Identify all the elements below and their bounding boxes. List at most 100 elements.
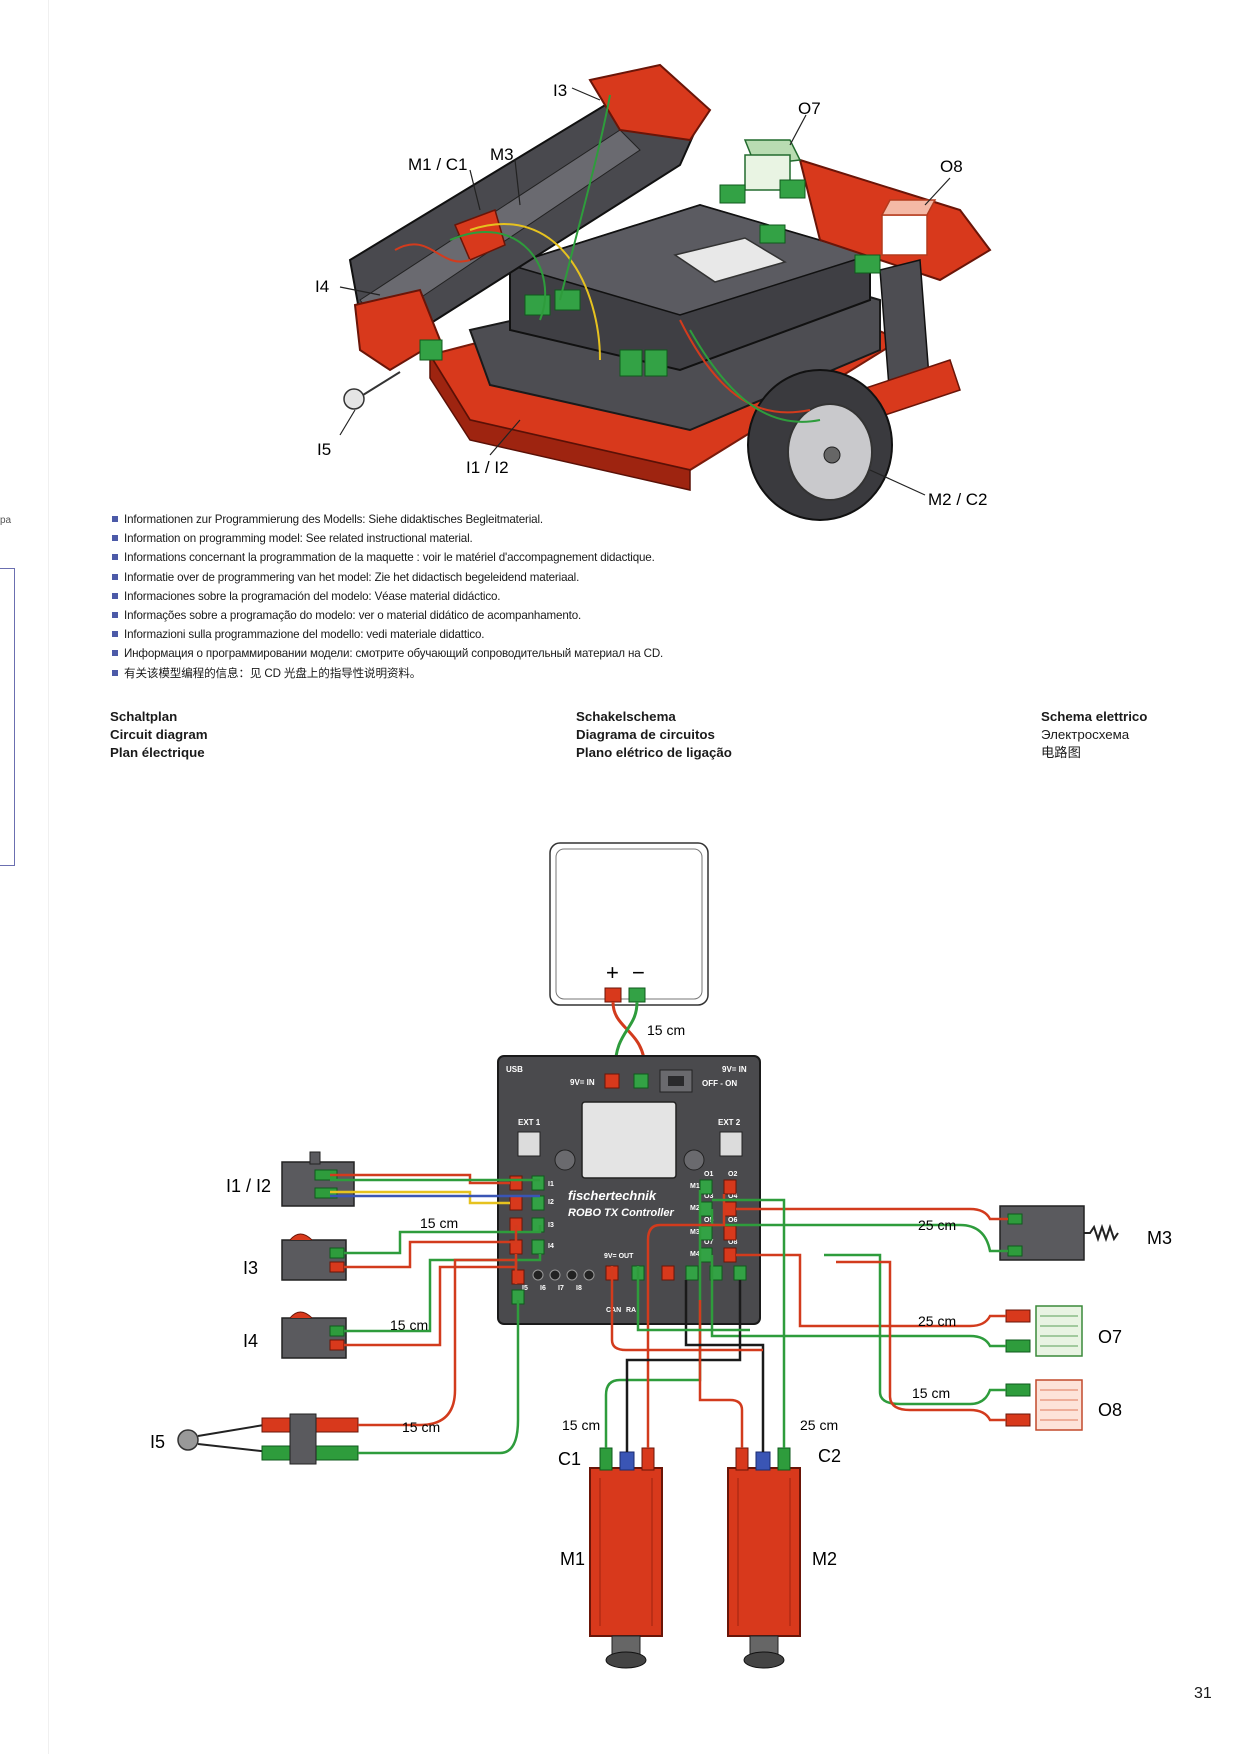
heading-diagrama: Diagrama de circuitos xyxy=(576,727,715,742)
input-label-i1: I1 xyxy=(548,1181,554,1188)
controller-usb: USB xyxy=(506,1065,523,1074)
heading-plan-electrique: Plan électrique xyxy=(110,745,205,760)
model-label-m1-c1: M1 / C1 xyxy=(408,155,468,174)
input-label-i8: I8 xyxy=(576,1285,582,1292)
label-c2: C2 xyxy=(818,1446,841,1466)
programming-info-list: Informationen zur Programmierung des Mod… xyxy=(112,510,663,683)
cable-length-o8: 15 cm xyxy=(912,1385,950,1401)
model-label-i5: I5 xyxy=(317,440,331,459)
heading-schema-elettrico: Schema elettrico xyxy=(1041,709,1148,724)
output-label-o7: O7 xyxy=(704,1239,713,1246)
label-i3: I3 xyxy=(243,1258,258,1278)
power-switch-icon xyxy=(659,1069,693,1093)
output-label-o3: O3 xyxy=(704,1193,713,1200)
cable-length-o7: 25 cm xyxy=(918,1313,956,1329)
controller-bus-ra: RA xyxy=(626,1307,636,1314)
heading-plano: Plano elétrico de ligação xyxy=(576,745,732,760)
model-label-m3: M3 xyxy=(490,145,514,164)
heading-dianlutu: 电路图 xyxy=(1041,745,1081,760)
motor-mark-m2: M2 xyxy=(690,1205,700,1212)
robo-tx-controller xyxy=(497,1055,761,1325)
motor-mark-m4: M4 xyxy=(690,1251,700,1258)
heading-circuit-diagram: Circuit diagram xyxy=(110,727,208,742)
cable-length-i3: 15 cm xyxy=(420,1215,458,1231)
controller-brand: fischertechnik xyxy=(568,1188,657,1203)
motor-m1 xyxy=(589,1467,663,1637)
heading-schakelschema: Schakelschema xyxy=(576,709,676,724)
switch-i1-i2 xyxy=(281,1161,355,1207)
input-label-i4: I4 xyxy=(548,1243,554,1250)
cable-length-i4: 15 cm xyxy=(390,1317,428,1333)
output-label-o5: O5 xyxy=(704,1217,713,1224)
model-label-o8: O8 xyxy=(940,157,963,176)
label-m3: M3 xyxy=(1147,1228,1172,1248)
battery-minus: − xyxy=(632,960,645,985)
switch-i3 xyxy=(281,1239,347,1281)
info-line-en: Information on programming model: See re… xyxy=(112,529,663,548)
info-line-it: Informazioni sulla programmazione del mo… xyxy=(112,625,663,644)
robot-model-illustration: I3 O7 M1 / C1 M3 O8 I4 I5 I1 / I2 M2 / C… xyxy=(315,63,992,521)
info-line-ru: Информация о программировании модели: см… xyxy=(112,644,663,663)
model-label-m2-c2: M2 / C2 xyxy=(928,490,988,509)
cable-length-m2: 25 cm xyxy=(800,1417,838,1433)
output-label-o4: O4 xyxy=(728,1193,737,1200)
controller-ext2: EXT 2 xyxy=(718,1118,741,1127)
battery-plus: + xyxy=(606,960,619,985)
battery-pack xyxy=(549,842,709,1006)
info-line-es: Informaciones sobre la programación del … xyxy=(112,587,663,606)
motor-mark-m1: M1 xyxy=(690,1183,700,1190)
label-o7: O7 xyxy=(1098,1327,1122,1347)
label-i5: I5 xyxy=(150,1432,165,1452)
page-number: 31 xyxy=(1194,1685,1212,1702)
heading-col-2: Schakelschema Diagrama de circuitos Plan… xyxy=(576,708,732,762)
side-margin-text: pa xyxy=(0,515,12,526)
motor-m2 xyxy=(727,1467,801,1637)
label-i1-i2: I1 / I2 xyxy=(226,1176,271,1196)
motor-mark-m3: M3 xyxy=(690,1229,700,1236)
label-i4: I4 xyxy=(243,1331,258,1351)
label-o8: O8 xyxy=(1098,1400,1122,1420)
output-label-o1: O1 xyxy=(704,1171,713,1178)
info-line-pt: Informações sobre a programação do model… xyxy=(112,606,663,625)
input-label-i3: I3 xyxy=(548,1222,554,1229)
controller-ext1: EXT 1 xyxy=(518,1118,541,1127)
controller-off-on: OFF - ON xyxy=(702,1079,737,1088)
page-gutter-line xyxy=(48,0,49,1754)
output-label-o8: O8 xyxy=(728,1239,737,1246)
switch-i4 xyxy=(281,1317,347,1359)
model-label-i3: I3 xyxy=(553,81,567,100)
model-label-i1-i2: I1 / I2 xyxy=(466,458,509,477)
heading-col-3: Schema elettrico Электросхема 电路图 xyxy=(1041,708,1147,762)
battery-cable-length: 15 cm xyxy=(647,1022,685,1038)
controller-bus-can: CAN xyxy=(606,1307,621,1314)
info-line-nl: Informatie over de programmering van het… xyxy=(112,568,663,587)
heading-col-1: Schaltplan Circuit diagram Plan électriq… xyxy=(110,708,208,762)
heading-schaltplan: Schaltplan xyxy=(110,709,178,724)
heading-elektroskhema: Электросхема xyxy=(1041,727,1130,742)
output-label-o2: O2 xyxy=(728,1171,737,1178)
label-c1: C1 xyxy=(558,1449,581,1469)
controller-9v-in-left: 9V= IN xyxy=(570,1078,595,1087)
model-label-i4: I4 xyxy=(315,277,329,296)
side-margin-box xyxy=(0,568,15,866)
controller-display xyxy=(581,1101,677,1179)
controller-model: ROBO TX Controller xyxy=(568,1207,674,1219)
sensor-i5 xyxy=(177,1429,199,1451)
info-line-zh: 有关该模型编程的信息：见 CD 光盘上的指导性说明资料。 xyxy=(112,664,663,683)
controller-9v-out: 9V= OUT xyxy=(604,1253,634,1260)
input-label-i7: I7 xyxy=(558,1285,564,1292)
info-line-de: Informationen zur Programmierung des Mod… xyxy=(112,510,663,529)
label-m2: M2 xyxy=(812,1549,837,1569)
lamp-o8 xyxy=(1035,1379,1083,1431)
cable-length-i5: 15 cm xyxy=(402,1419,440,1435)
input-label-i2: I2 xyxy=(548,1199,554,1206)
cable-length-m3: 25 cm xyxy=(918,1217,956,1233)
input-label-i5: I5 xyxy=(522,1285,528,1292)
label-m1: M1 xyxy=(560,1549,585,1569)
input-label-i6: I6 xyxy=(540,1285,546,1292)
output-label-o6: O6 xyxy=(728,1217,737,1224)
motor-m3 xyxy=(999,1205,1085,1261)
controller-9v-in-right: 9V= IN xyxy=(722,1065,747,1074)
model-label-o7: O7 xyxy=(798,99,821,118)
cable-length-m1: 15 cm xyxy=(562,1417,600,1433)
